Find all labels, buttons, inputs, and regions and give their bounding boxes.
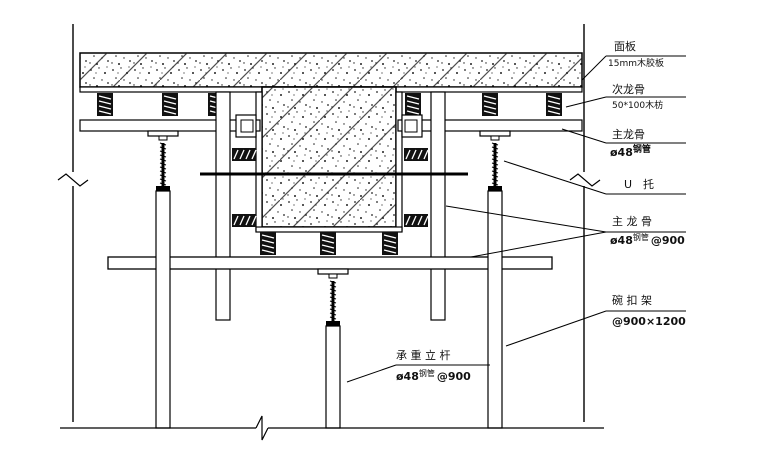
beam-bottom-wood bbox=[260, 232, 276, 255]
steel-tube bbox=[487, 190, 503, 429]
wood-joist bbox=[546, 93, 562, 116]
beam-side-wood bbox=[232, 148, 257, 161]
label-bearing-pole-title: 承 重 立 杆 bbox=[396, 348, 451, 362]
label-u-bracket: U 托 bbox=[624, 177, 654, 191]
label-secondary-joist-spec: 50*100木枋 bbox=[612, 99, 663, 111]
ground-line bbox=[60, 415, 604, 441]
wood-joist bbox=[162, 93, 178, 116]
support-pole bbox=[479, 130, 511, 429]
beam-bottom-wood bbox=[382, 232, 398, 255]
beam-side-wood bbox=[404, 214, 429, 227]
label-main-joist-bottom-title: 主 龙 骨 bbox=[612, 215, 652, 228]
adjustable-screw bbox=[491, 142, 499, 186]
beam-side-panel-left bbox=[255, 91, 263, 232]
adjustable-screw bbox=[159, 142, 167, 186]
support-poles bbox=[147, 130, 511, 429]
label-secondary-joist-title: 次龙骨 bbox=[612, 82, 645, 96]
concrete-beam bbox=[261, 86, 397, 228]
label-cuplock-title: 碗 扣 架 bbox=[612, 293, 652, 307]
label-bearing-pole-spec: ø48钢管@900 bbox=[396, 368, 471, 383]
steel-tube bbox=[325, 325, 341, 429]
u-bracket-cap bbox=[147, 130, 179, 137]
wood-joist bbox=[97, 93, 113, 116]
wood-joist bbox=[482, 93, 498, 116]
main-joist-bottom bbox=[107, 256, 553, 270]
u-bracket-cap bbox=[317, 268, 349, 275]
right-column-edge bbox=[569, 24, 601, 422]
adjustable-screw bbox=[329, 280, 337, 321]
beam-side-wood bbox=[404, 148, 429, 161]
secondary-joists bbox=[97, 93, 562, 255]
leader-lines bbox=[346, 55, 686, 383]
beam-bottom-panel bbox=[255, 226, 403, 233]
beam-side-panel-right bbox=[395, 91, 403, 232]
label-panel-title: 面板 bbox=[614, 39, 636, 53]
beam-side-wood bbox=[232, 214, 257, 227]
support-pole bbox=[317, 268, 349, 429]
u-bracket-cap bbox=[479, 130, 511, 137]
concrete-slab bbox=[79, 52, 583, 88]
support-pole bbox=[147, 130, 179, 429]
steel-tube bbox=[155, 190, 171, 429]
label-main-joist-top-spec: ø48钢管 bbox=[610, 143, 651, 159]
left-column-edge bbox=[57, 24, 89, 422]
wood-joist bbox=[405, 93, 421, 116]
label-main-joist-top-title: 主龙骨 bbox=[612, 128, 645, 141]
label-main-joist-bottom-spec: ø48钢管@900 bbox=[610, 232, 685, 247]
label-cuplock-spec: @900×1200 bbox=[612, 315, 686, 328]
label-panel-spec: 15mm木胶板 bbox=[608, 57, 664, 69]
beam-bottom-wood bbox=[320, 232, 336, 255]
